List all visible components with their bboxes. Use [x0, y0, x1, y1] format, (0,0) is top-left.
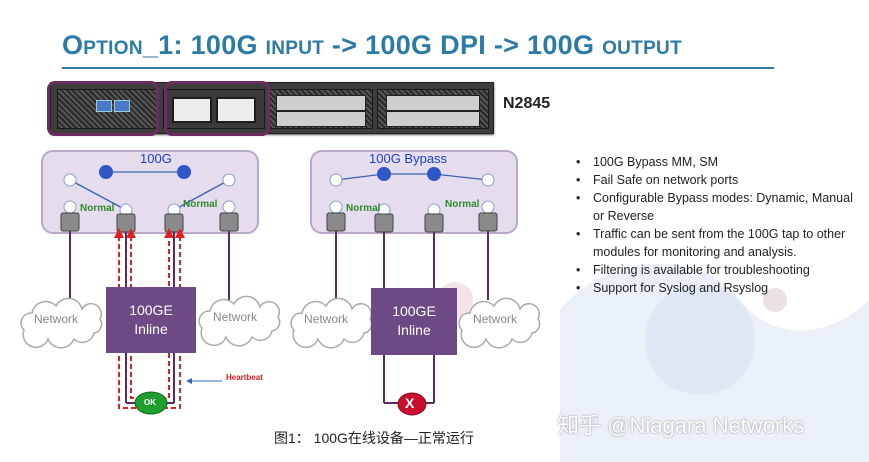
tap-left-label: 100G [140, 151, 172, 166]
port-row [276, 95, 366, 111]
device-model-label: N2845 [503, 95, 551, 112]
inline-label: Inline [134, 321, 168, 337]
title-underline [62, 67, 774, 69]
heartbeat-label: Heartbeat [226, 373, 263, 382]
port-icon [114, 100, 130, 112]
highlight-frame [164, 81, 270, 136]
figure-caption: 图1： 100G在线设备—正常运行 [274, 430, 474, 446]
feature-item: Support for Syslog and Rsyslog [574, 279, 864, 297]
port-icon [96, 100, 112, 112]
network-cloud-label: Network [213, 310, 258, 324]
inline-device-right: 100GE Inline [371, 288, 457, 355]
watermark: 知乎 @Niagara Networks [557, 413, 805, 438]
normal-status-label: Normal [346, 203, 381, 214]
inline-label: 100GE [392, 303, 436, 319]
feature-item: Filtering is available for troubleshooti… [574, 261, 864, 279]
device-chassis [50, 82, 494, 134]
feature-list: 100G Bypass MM, SM Fail Safe on network … [574, 153, 864, 297]
normal-status-label: Normal [80, 203, 115, 214]
tap-right-label: 100G Bypass [369, 151, 448, 166]
port-row [386, 95, 480, 111]
fail-status-badge: X [405, 395, 415, 411]
feature-item: Fail Safe on network ports [574, 171, 864, 189]
page-title: Option_1: 100G input -> 100G DPI -> 100G… [62, 30, 682, 60]
inline-label: 100GE [129, 302, 173, 318]
highlight-frame [47, 81, 159, 136]
module-bay-3 [269, 89, 373, 129]
inline-device-left: 100GE Inline [106, 287, 196, 353]
qsfp-port-icon [216, 97, 256, 123]
qsfp-port-icon [172, 97, 212, 123]
normal-status-label: Normal [183, 199, 218, 210]
feature-item: Configurable Bypass modes: Dynamic, Manu… [574, 189, 864, 225]
feature-item: Traffic can be sent from the 100G tap to… [574, 225, 864, 261]
ok-status-badge: OK [144, 398, 156, 407]
network-cloud-label: Network [473, 312, 518, 326]
inline-label: Inline [397, 322, 431, 338]
port-row [276, 111, 366, 127]
module-bay-4 [377, 89, 489, 129]
network-cloud-label: Network [304, 312, 349, 326]
network-cloud-label: Network [34, 312, 79, 326]
module-bay-2 [163, 89, 265, 129]
feature-item: 100G Bypass MM, SM [574, 153, 864, 171]
port-row [386, 111, 480, 127]
normal-status-label: Normal [445, 199, 480, 210]
